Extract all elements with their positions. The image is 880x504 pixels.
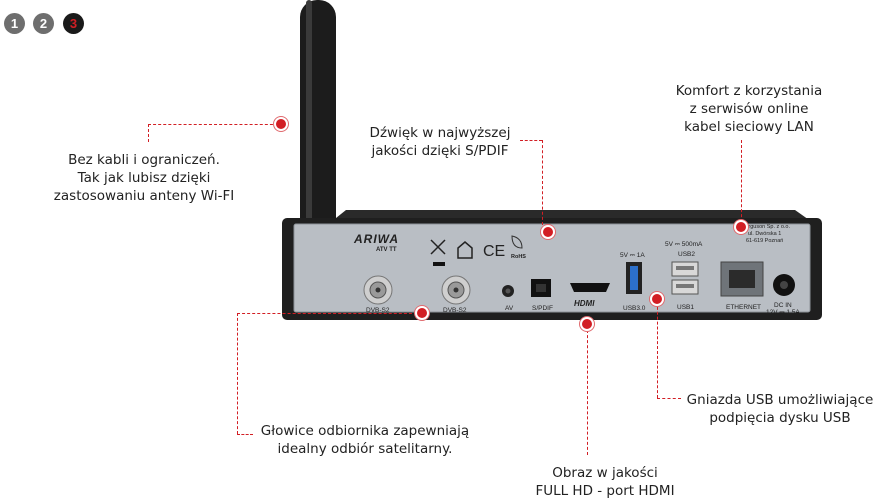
usb3-rating: 5V ⎓ 1A	[620, 252, 645, 259]
tuner-callout-line-2: idealny odbiór satelitarny.	[277, 441, 453, 457]
spdif-callout: Dźwięk w najwyższej jakości dzięki S/PDI…	[360, 124, 520, 160]
step-3-button[interactable]: 3	[63, 13, 84, 34]
lan-hotspot[interactable]	[736, 222, 746, 232]
lan-callout-line-3: kabel sieciowy LAN	[684, 119, 814, 135]
maker-line-2: ul. Dwórska 1	[748, 231, 782, 237]
dcin-label: DC IN	[774, 302, 792, 309]
hdmi-logo: HDMI	[574, 299, 595, 308]
lan-callout: Komfort z korzystania z serwisów online …	[664, 82, 834, 136]
rohs-label: RoHS	[511, 254, 526, 260]
dvb-s2-2-label: DVB-S2	[443, 307, 467, 314]
model-label: ATV TT	[376, 247, 397, 253]
svg-text:CE: CE	[483, 243, 505, 260]
tuner-callout-line-1: Głowice odbiornika zapewniają	[260, 423, 470, 439]
av-label: AV	[505, 305, 514, 312]
spdif-hotspot[interactable]	[543, 227, 553, 237]
wifi-callout-line-2: Tak jak lubisz dzięki	[77, 170, 211, 186]
step-1-button[interactable]: 1	[4, 13, 25, 34]
spdif-callout-line-2: jakości dzięki S/PDIF	[371, 143, 509, 159]
spdif-callout-line-1: Dźwięk w najwyższej	[369, 125, 511, 141]
wifi-callout-line-3: zastosowaniu anteny Wi-FI	[53, 188, 235, 204]
lan-leader-line	[741, 140, 742, 222]
usb-callout-line-1: Gniazda USB umożliwiające	[686, 392, 874, 408]
usb-hotspot[interactable]	[652, 294, 662, 304]
tuner-callout: Głowice odbiornika zapewniają idealny od…	[254, 422, 476, 458]
tuner-leader-line-v	[237, 313, 238, 434]
usb2-label: USB2	[678, 251, 695, 258]
usb3-label: USB3.0	[623, 305, 646, 312]
lan-callout-line-1: Komfort z korzystania	[675, 83, 823, 99]
wifi-leader-line	[148, 124, 278, 125]
dcin-rating: 12V ⎓ 1.5A	[766, 309, 800, 316]
hdmi-callout-line-1: Obraz w jakości	[552, 465, 658, 481]
hdmi-callout: Obraz w jakości FULL HD - port HDMI	[520, 464, 690, 500]
usb1-label: USB1	[677, 304, 694, 311]
spdif-leader-line-v	[542, 140, 543, 225]
usb-leader-line-h	[657, 398, 681, 399]
usb-callout-line-2: podpięcia dysku USB	[709, 410, 851, 426]
brand-logo: ARIWA	[354, 232, 399, 246]
hdmi-callout-line-2: FULL HD - port HDMI	[535, 483, 675, 499]
usb-callout: Gniazda USB umożliwiające podpięcia dysk…	[682, 391, 878, 427]
tuner-hotspot[interactable]	[417, 308, 427, 318]
tuner-leader-line	[237, 313, 417, 314]
usb2-rating: 5V ⎓ 500mA	[665, 241, 703, 248]
maker-line-3: 61-619 Poznań	[746, 238, 784, 244]
tuner-leader-line-h2	[237, 434, 253, 435]
wifi-hotspot[interactable]	[276, 119, 286, 129]
dvb-s2-1-label: DVB-S2	[366, 307, 390, 314]
wifi-leader-line-v	[148, 124, 149, 142]
maker-line-1: Ferguson Sp. z o.o.	[742, 224, 790, 230]
spdif-leader-line	[520, 140, 542, 141]
wifi-callout-line-1: Bez kabli i ograniczeń.	[68, 152, 220, 168]
ethernet-label: ETHERNET	[726, 304, 762, 311]
receiver-device: ARIWA ATV TT RoHS DVB-S2 DVB-S2 AV S/PDI…	[280, 210, 820, 318]
spdif-label: S/PDIF	[532, 305, 553, 312]
wifi-callout: Bez kabli i ograniczeń. Tak jak lubisz d…	[44, 151, 244, 205]
step-2-button[interactable]: 2	[33, 13, 54, 34]
lan-callout-line-2: z serwisów online	[689, 101, 809, 117]
hdmi-hotspot[interactable]	[582, 319, 592, 329]
usb-leader-line	[657, 302, 658, 398]
hdmi-leader-line	[587, 330, 588, 455]
